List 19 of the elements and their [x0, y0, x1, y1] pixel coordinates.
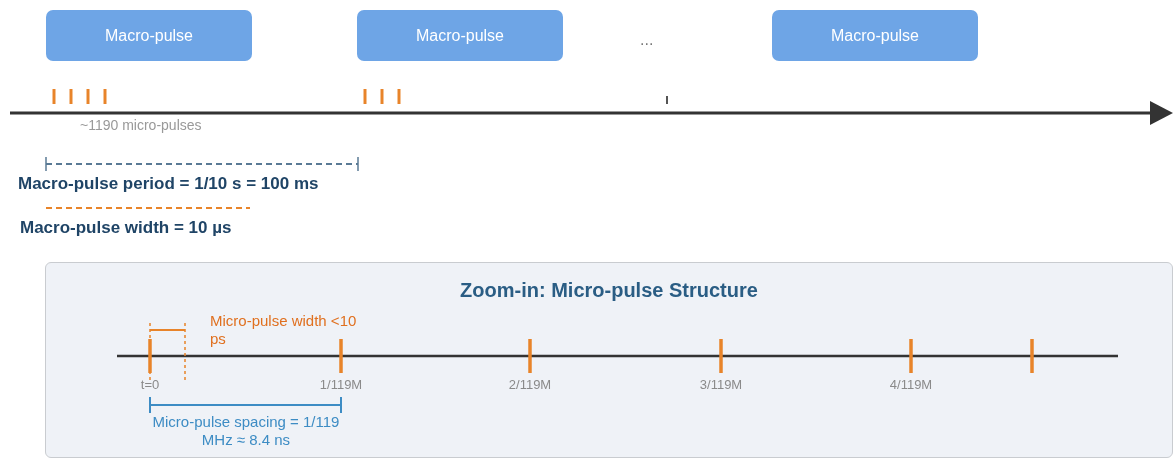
tick-label: 2/119M [508, 377, 552, 393]
box-label: Macro-pulse [416, 26, 504, 45]
macro-pulse-box [772, 10, 978, 61]
tick-label: 1/119M [319, 377, 363, 393]
dimension-label: Micro-pulse width <10 ps [210, 312, 358, 348]
zoom-in-panel [45, 262, 1173, 458]
panel-title: Zoom-in: Micro-pulse Structure [459, 279, 759, 302]
box-label: Macro-pulse [105, 26, 193, 45]
dimension-label: Macro-pulse width = 10 µs [20, 218, 232, 239]
macro-pulse-box [357, 10, 563, 61]
macro-pulse-box [46, 10, 252, 61]
ellipsis-text: ... [640, 30, 654, 50]
tick-label: t=0 [140, 377, 160, 393]
tick-label: 4/119M [889, 377, 933, 393]
box-label: Macro-pulse [831, 26, 919, 45]
dimension-label: Macro-pulse period = 1/10 s = 100 ms [18, 174, 319, 195]
dimension-label: Micro-pulse spacing = 1/119 MHz ≈ 8.4 ns [151, 413, 341, 449]
tick-label: 3/119M [699, 377, 743, 393]
pulse-count-note: ~1190 micro-pulses [80, 117, 202, 134]
